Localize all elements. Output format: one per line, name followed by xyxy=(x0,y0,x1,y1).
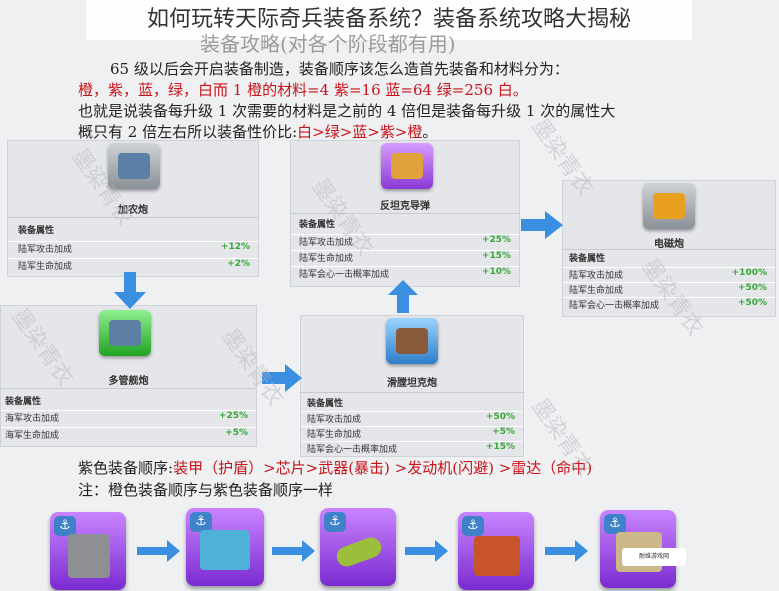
stat-row: 陆军生命加成+50% xyxy=(563,282,775,298)
engine-card: ⚓ xyxy=(458,512,534,590)
arrow-right-icon xyxy=(272,540,315,562)
page-title: 如何玩转天际奇兵装备系统？装备系统攻略大揭秘 xyxy=(86,0,692,40)
stat-row: 陆军攻击加成+12% xyxy=(8,241,258,259)
arrow-down-icon xyxy=(114,272,146,309)
arrow-right-icon xyxy=(262,364,302,392)
missile-icon xyxy=(381,143,433,189)
stats-header: 装备属性 xyxy=(299,220,336,230)
equipment-name: 加农炮 xyxy=(118,205,148,216)
intro-line-2: 橙，紫，蓝，绿，白而 1 橙的材料=4 紫=16 蓝=64 绿=256 白。 xyxy=(78,81,528,99)
site-badge: 耐维游戏网 xyxy=(622,548,686,566)
intro-line-1: 65 级以后会开启装备制造，装备顺序该怎么造首先装备和材料分为： xyxy=(110,60,569,78)
intro-line-4: 概只有 2 倍左右所以装备性价比:白>绿>蓝>紫>橙。 xyxy=(78,123,438,141)
anchor-icon: ⚓ xyxy=(604,514,626,534)
stat-row: 陆军会心一击概率加成+10% xyxy=(291,266,519,283)
stat-row: 陆军会心一击概率加成+50% xyxy=(563,297,775,313)
equipment-name: 反坦克导弹 xyxy=(380,201,430,212)
equipment-name: 电磁炮 xyxy=(654,239,684,250)
stat-row: 陆军攻击加成+25% xyxy=(291,234,519,251)
stat-row: 陆军生命加成+2% xyxy=(8,258,258,276)
arrow-right-icon xyxy=(405,540,448,562)
anchor-icon: ⚓ xyxy=(54,516,76,536)
stat-row: 陆军攻击加成+50% xyxy=(301,411,523,427)
stats-header: 装备属性 xyxy=(18,226,55,236)
anchor-icon: ⚓ xyxy=(324,512,346,532)
stats-header: 装备属性 xyxy=(5,397,42,407)
stats-header: 装备属性 xyxy=(569,254,606,264)
stat-row: 陆军会心一击概率加成+15% xyxy=(301,441,523,457)
stat-row: 陆军生命加成+5% xyxy=(301,426,523,442)
cannon-icon xyxy=(108,143,160,189)
cost-ranking: 白>绿>蓝>紫>橙 xyxy=(297,123,423,141)
order-line-2: 注：橙色装备顺序与紫色装备顺序一样 xyxy=(78,481,334,499)
equipment-panel-antitank-missile: 反坦克导弹 装备属性 陆军攻击加成+25% 陆军生命加成+15% 陆军会心一击概… xyxy=(290,140,520,287)
equipment-panel-smoothbore-tank-gun: 滑膛坦克炮 装备属性 陆军攻击加成+50% 陆军生命加成+5% 陆军会心一击概率… xyxy=(300,315,524,457)
naval-gun-icon xyxy=(99,310,151,356)
faded-heading: 装备攻略(对各个阶段都有用) xyxy=(200,32,456,56)
stat-row: 海军生命加成+5% xyxy=(1,427,256,445)
arrow-right-icon xyxy=(521,211,563,239)
stat-row: 陆军攻击加成+100% xyxy=(563,267,775,283)
weapon-card: ⚓ xyxy=(320,508,396,586)
purple-order: 装甲（护盾）>芯片>武器(暴击) >发动机(闪避) >雷达（命中) xyxy=(173,459,593,477)
intro-line-4-text: 概只有 2 倍左右所以装备性价比: xyxy=(78,123,298,141)
anchor-icon: ⚓ xyxy=(462,516,484,536)
anchor-icon: ⚓ xyxy=(190,512,212,532)
chip-icon xyxy=(200,530,250,570)
equipment-name: 滑膛坦克炮 xyxy=(387,378,437,389)
shell-icon xyxy=(333,534,385,570)
order-line-1: 紫色装备顺序:装甲（护盾）>芯片>武器(暴击) >发动机(闪避) >雷达（命中) xyxy=(78,459,593,477)
equipment-panel-railgun: 电磁炮 装备属性 陆军攻击加成+100% 陆军生命加成+50% 陆军会心一击概率… xyxy=(562,180,776,317)
engine-icon xyxy=(474,536,520,576)
arrow-right-icon xyxy=(137,540,180,562)
railgun-icon xyxy=(643,183,695,229)
equipment-panel-naval-gun: 多管舰炮 装备属性 海军攻击加成+25% 海军生命加成+5% xyxy=(0,305,257,447)
stats-header: 装备属性 xyxy=(307,399,344,409)
arrow-up-icon xyxy=(388,280,418,313)
armor-icon xyxy=(68,534,110,578)
arrow-right-icon xyxy=(545,540,588,562)
intro-line-3: 也就是说装备每升级 1 次需要的材料是之前的 4 倍但是装备每升级 1 次的属性… xyxy=(78,102,616,120)
equipment-name: 多管舰炮 xyxy=(108,376,149,387)
chip-card: ⚓ xyxy=(186,508,264,586)
tank-gun-icon xyxy=(386,318,438,364)
stat-row: 海军攻击加成+25% xyxy=(1,410,256,428)
stat-row: 陆军生命加成+15% xyxy=(291,250,519,267)
armor-card: ⚓ xyxy=(50,512,126,590)
